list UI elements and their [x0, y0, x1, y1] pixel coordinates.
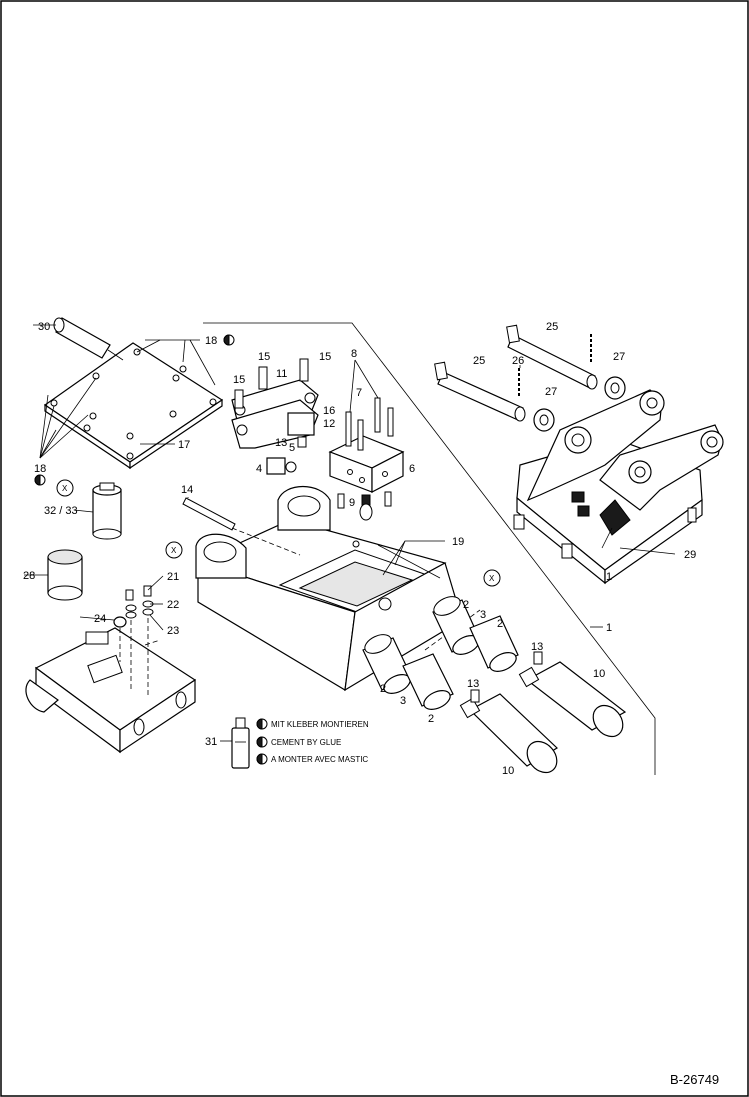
- glue-legend: MIT KLEBER MONTIEREN CEMENT BY GLUE A MO…: [271, 720, 369, 764]
- bolts-21-22-23: [125, 585, 154, 695]
- callout-10a: 10: [593, 668, 605, 680]
- callout-13b: 13: [531, 641, 543, 653]
- callout-8: 8: [351, 348, 357, 360]
- cylinder-10-right: [518, 651, 627, 738]
- callout-5: 5: [289, 442, 295, 454]
- ref-x-circle-1: [56, 479, 74, 497]
- callout-x3: X: [489, 574, 495, 583]
- callout-25b: 25: [473, 355, 485, 367]
- cover-plate-17: [43, 342, 224, 470]
- callout-2d: 2: [428, 713, 434, 725]
- glue-symbols-18: [34, 334, 235, 486]
- callout-4: 4: [256, 463, 262, 475]
- callout-15c: 15: [233, 374, 245, 386]
- callout-1a: 1: [606, 571, 612, 583]
- valve-block-6: [328, 435, 405, 493]
- glue-symbols: [256, 718, 268, 765]
- glue-tube-31: [231, 717, 250, 769]
- ref-x-circle-2: [165, 541, 183, 559]
- callout-x1: X: [62, 484, 68, 493]
- callout-14: 14: [181, 484, 193, 496]
- callout-27b: 27: [545, 386, 557, 398]
- callout-12: 12: [323, 418, 335, 430]
- leader-lines: [24, 324, 676, 742]
- bushing-32-33: [92, 482, 122, 540]
- callout-22: 22: [167, 599, 179, 611]
- callout-16: 16: [323, 405, 335, 417]
- bushing-set-lower: [362, 634, 454, 710]
- quick-coupler-assembly: [513, 389, 724, 585]
- callout-27a: 27: [613, 351, 625, 363]
- callout-19: 19: [452, 536, 464, 548]
- callout-x2: X: [171, 546, 177, 555]
- bushing-set-upper: [432, 596, 519, 672]
- glue-legend-en: CEMENT BY GLUE: [271, 738, 341, 747]
- fitting-7-lower: [359, 494, 373, 521]
- callout-13c: 13: [467, 678, 479, 690]
- washer-27b: [533, 408, 555, 432]
- washer-27a: [604, 376, 626, 400]
- block-12: [287, 412, 315, 436]
- callout-24: 24: [94, 613, 106, 625]
- callout-labels: 30 18 18 17 15 15 15 11 16 12 13 8 7 5 4…: [23, 321, 696, 777]
- callout-29: 29: [684, 549, 696, 561]
- fitting-4-5: [266, 457, 297, 475]
- callout-25a: 25: [546, 321, 558, 333]
- bolts-7-8: [345, 397, 394, 451]
- callout-13a: 13: [275, 437, 287, 449]
- cylinder-10-lower: [459, 689, 558, 774]
- glue-legend-de: MIT KLEBER MONTIEREN: [271, 720, 369, 729]
- callout-3a: 3: [480, 609, 486, 621]
- callout-3b: 3: [400, 695, 406, 707]
- callout-17: 17: [178, 439, 190, 451]
- callout-18b: 18: [34, 463, 46, 475]
- callout-7: 7: [356, 387, 362, 399]
- pin-25-upper: [506, 324, 598, 390]
- callout-2c: 2: [380, 683, 386, 695]
- callout-1b: 1: [606, 622, 612, 634]
- adapter-plate: [25, 627, 197, 754]
- callout-11: 11: [276, 368, 287, 380]
- callout-2a: 2: [463, 599, 469, 611]
- callout-15a: 15: [258, 351, 270, 363]
- callout-6: 6: [409, 463, 415, 475]
- drawing-reference: B-26749: [670, 1072, 719, 1087]
- callout-15b: 15: [319, 351, 331, 363]
- callout-30: 30: [38, 321, 50, 333]
- ref-x-circle-3: [483, 569, 501, 587]
- leader-19b: [394, 540, 406, 566]
- fitting-9a: [337, 493, 345, 509]
- callout-9: 9: [349, 497, 355, 509]
- callout-31: 31: [205, 736, 217, 748]
- callout-28: 28: [23, 570, 35, 582]
- glue-legend-fr: A MONTER AVEC MASTIC: [271, 755, 368, 764]
- callout-21: 21: [167, 571, 179, 583]
- callout-23: 23: [167, 625, 179, 637]
- assembly-bracket-line: [203, 322, 656, 775]
- leaders-18: [39, 339, 216, 459]
- grease-cylinder-30: [53, 317, 124, 361]
- rod-14: [182, 497, 236, 531]
- callout-26: 26: [512, 355, 524, 367]
- fitting-9b: [384, 491, 392, 507]
- pin-25-lower: [434, 361, 526, 422]
- callout-10b: 10: [502, 765, 514, 777]
- bolts-15: [234, 358, 309, 409]
- bushing-28: [47, 549, 83, 601]
- callout-18a: 18: [205, 335, 217, 347]
- callout-2b: 2: [497, 618, 503, 630]
- nut-13-upper: [297, 436, 307, 448]
- callout-3233: 32 / 33: [44, 505, 78, 517]
- plug-24: [113, 616, 127, 662]
